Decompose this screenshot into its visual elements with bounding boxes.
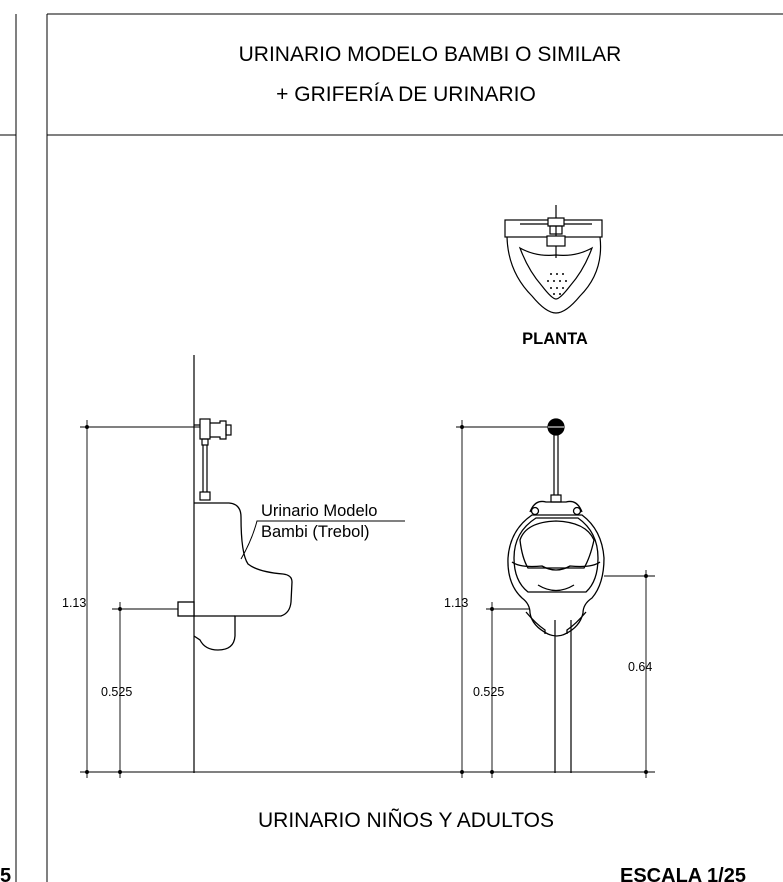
front-dimension-lines xyxy=(456,420,655,778)
front-bowl-height: 0.64 xyxy=(628,660,652,674)
side-outlet-height: 0.525 xyxy=(101,685,132,699)
side-callout-line-1: Urinario Modelo xyxy=(261,502,377,520)
side-view-flush-valve xyxy=(194,418,232,501)
side-dimension-lines xyxy=(80,420,600,778)
plan-label: PLANTA xyxy=(522,330,588,348)
front-view-drain-pipe xyxy=(554,620,572,773)
left-edge-number: 5 xyxy=(0,865,11,882)
title-line-1: URINARIO MODELO BAMBI O SIMILAR xyxy=(239,43,622,66)
side-callout-leader xyxy=(240,520,405,560)
plan-view-urinal xyxy=(504,205,603,314)
scale-label: ESCALA 1/25 xyxy=(620,865,746,882)
front-outlet-height: 0.525 xyxy=(473,685,504,699)
side-callout-line-2: Bambi (Trebol) xyxy=(261,523,370,541)
footer-title: URINARIO NIÑOS Y ADULTOS xyxy=(258,808,554,832)
sheet-frames xyxy=(0,13,783,882)
front-total-height: 1.13 xyxy=(444,596,468,610)
side-total-height: 1.13 xyxy=(62,596,86,610)
title-line-2: + GRIFERÍA DE URINARIO xyxy=(276,83,536,106)
front-view-urinal xyxy=(507,500,605,637)
front-view-flush-valve xyxy=(547,418,565,503)
